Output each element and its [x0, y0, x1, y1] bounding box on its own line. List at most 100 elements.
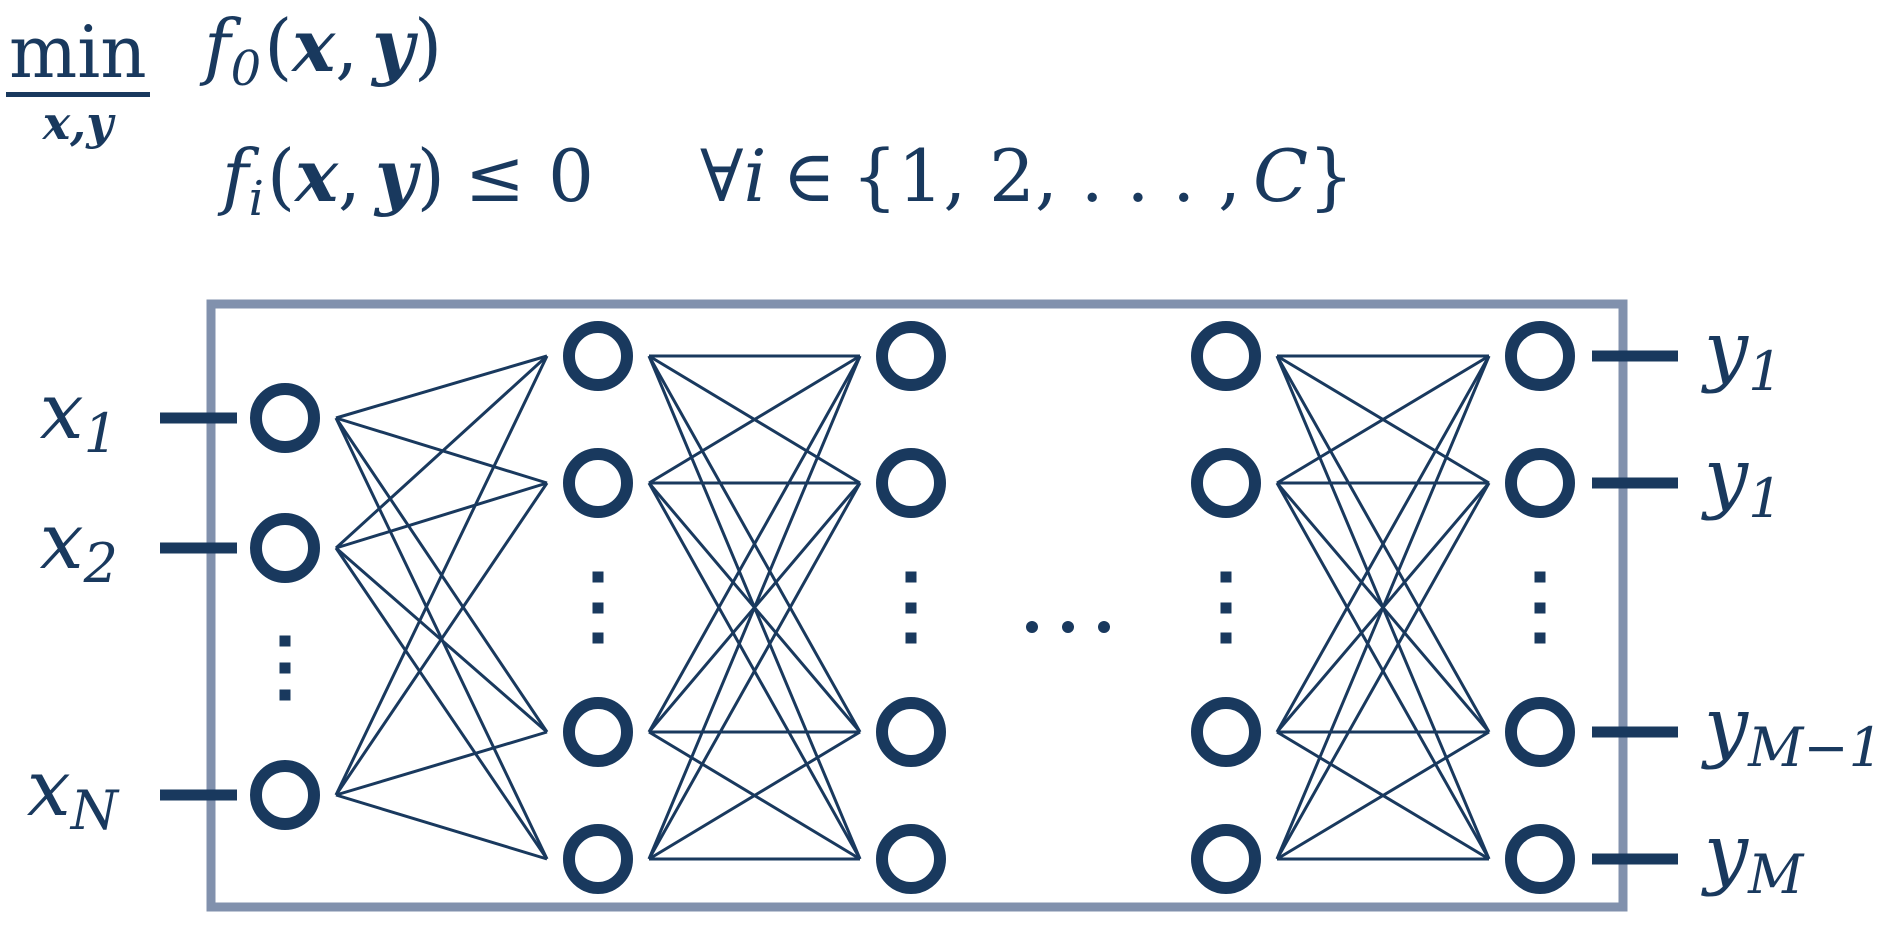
vdots-dot: [592, 602, 604, 614]
min-operator-group: min x,y: [6, 16, 150, 146]
nodes-layer: [250, 321, 1575, 894]
objective-func: f: [204, 4, 231, 88]
output-label-yM: yM: [1701, 808, 1805, 906]
label-base: x: [40, 367, 84, 457]
comma: ,: [335, 4, 359, 88]
constraint-expression: fi(x,y)≤ 0: [222, 140, 594, 224]
edge: [1275, 482, 1491, 860]
vdots-dot: [1220, 571, 1232, 583]
label-base: y: [1701, 808, 1749, 898]
vdots-dot: [1534, 632, 1546, 644]
label-sub: M−1: [1747, 716, 1883, 779]
neuron-node: [1505, 448, 1575, 518]
optimization-problem: min x,y f0(x,y) fi(x,y)≤ 0 ∀i∈{1, 2, . .…: [0, 0, 1400, 230]
paren-open: (: [264, 4, 293, 88]
label-sub: N: [69, 779, 120, 842]
frame-layer: [206, 299, 1628, 912]
label-sub: 2: [83, 532, 118, 595]
min-variables: x,y: [42, 96, 113, 150]
output-label-y1b: y1: [1701, 432, 1782, 530]
objective-arg-x: x: [292, 3, 336, 88]
edge: [647, 355, 862, 860]
label-base: y: [1701, 681, 1749, 771]
edge: [335, 354, 548, 420]
comma: ,: [338, 134, 361, 218]
min-operator: min: [6, 16, 150, 97]
neuron-node: [563, 448, 633, 518]
ellipsis-dot: [1026, 621, 1038, 633]
neuron-node: [876, 824, 946, 894]
label-base: x: [27, 744, 71, 834]
paren-open: (: [267, 134, 296, 218]
neuron-node: [876, 697, 946, 767]
ellipsis-dot: [1062, 621, 1074, 633]
neuron-node: [1505, 321, 1575, 391]
objective-func-sub: 0: [230, 41, 262, 97]
neuron-node: [250, 383, 320, 453]
edge: [334, 354, 549, 550]
edge: [334, 355, 549, 796]
edge: [647, 482, 862, 860]
edge: [648, 354, 861, 485]
vdots-dot: [279, 689, 291, 701]
vdots-dot: [905, 632, 917, 644]
constraint-func-sub: i: [248, 171, 265, 227]
edge: [1276, 354, 1490, 485]
vdots-dot: [1534, 602, 1546, 614]
edge: [334, 482, 549, 796]
input-label-xN: xN: [27, 744, 120, 842]
ellipsis-dot: [1098, 621, 1110, 633]
neuron-node: [1505, 824, 1575, 894]
label-base: x: [40, 497, 84, 587]
edge: [1275, 355, 1491, 860]
vdots-dot: [1220, 602, 1232, 614]
edge: [648, 730, 861, 861]
set-elements: 1, 2, . . . ,: [897, 134, 1241, 218]
stubs-layer: [160, 350, 1678, 865]
vdots-dot: [905, 602, 917, 614]
vdots-dot: [592, 632, 604, 644]
edge: [335, 481, 548, 550]
vdots-dot: [1220, 632, 1232, 644]
constraint-arg-x: x: [295, 133, 339, 218]
vdots-dot: [592, 571, 604, 583]
label-sub: 1: [1748, 340, 1782, 403]
constraint-relation: ≤ 0: [464, 134, 594, 218]
label-base: y: [1701, 305, 1749, 395]
constraint-box: [206, 299, 1628, 912]
neuron-node: [1505, 697, 1575, 767]
neuron-node: [250, 513, 320, 583]
label-sub: M: [1747, 843, 1805, 906]
neuron-node: [250, 760, 320, 830]
constraint-arg-y: y: [374, 133, 417, 218]
neuron-node: [876, 448, 946, 518]
constraint-quantifier: ∀i∈{1, 2, . . . ,C}: [700, 140, 1354, 212]
label-sub: 1: [1748, 467, 1782, 530]
edge: [334, 547, 549, 860]
neuron-node: [563, 321, 633, 391]
label-sub: 1: [84, 402, 118, 465]
constraint-func: f: [222, 134, 249, 218]
input-label-x2: x2: [40, 497, 118, 595]
set-last-element: C: [1252, 134, 1309, 218]
objective-expression: f0(x,y): [204, 10, 442, 94]
vdots-dot: [279, 635, 291, 647]
vdots-dot: [279, 662, 291, 674]
forall-symbol: ∀: [700, 134, 744, 218]
edge: [335, 793, 548, 861]
neuron-node: [1191, 697, 1261, 767]
edges-layer: [334, 354, 1491, 861]
objective-arg-y: y: [372, 3, 414, 88]
neuron-node: [563, 697, 633, 767]
set-open: {: [851, 134, 898, 218]
neuron-node: [876, 321, 946, 391]
label-base: y: [1701, 432, 1749, 522]
paren-close: ): [413, 4, 443, 88]
neuron-node: [1191, 321, 1261, 391]
vdots-dot: [1534, 571, 1546, 583]
edge: [647, 355, 862, 733]
neuron-node: [1191, 824, 1261, 894]
index-symbol: i: [743, 134, 767, 218]
